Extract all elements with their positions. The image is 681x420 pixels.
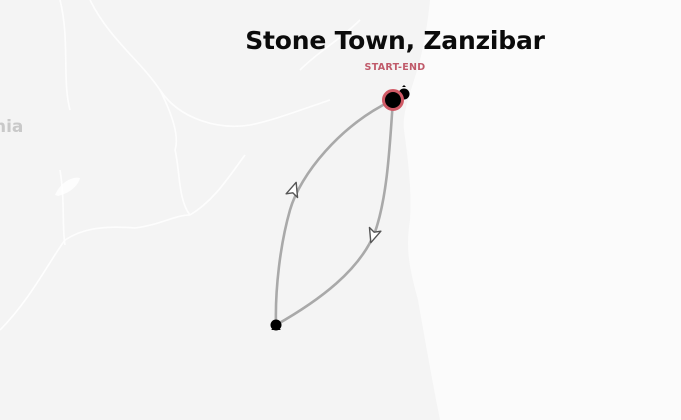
location-title: Stone Town, Zanzibar	[245, 26, 545, 55]
road-lines	[0, 0, 361, 331]
lake-shape	[55, 177, 80, 196]
route-segment-return[interactable]	[274, 98, 395, 327]
ocean-area	[403, 0, 681, 420]
start-end-label: START-END	[364, 62, 426, 73]
route-arrow-down-icon	[368, 226, 382, 244]
start-end-marker[interactable]	[382, 89, 404, 111]
region-label: nia	[0, 117, 24, 137]
waypoint-marker-south[interactable]	[270, 319, 282, 331]
route-segment-outbound[interactable]	[274, 98, 395, 327]
route-arrow-up-icon	[285, 181, 299, 199]
route[interactable]	[274, 98, 395, 327]
